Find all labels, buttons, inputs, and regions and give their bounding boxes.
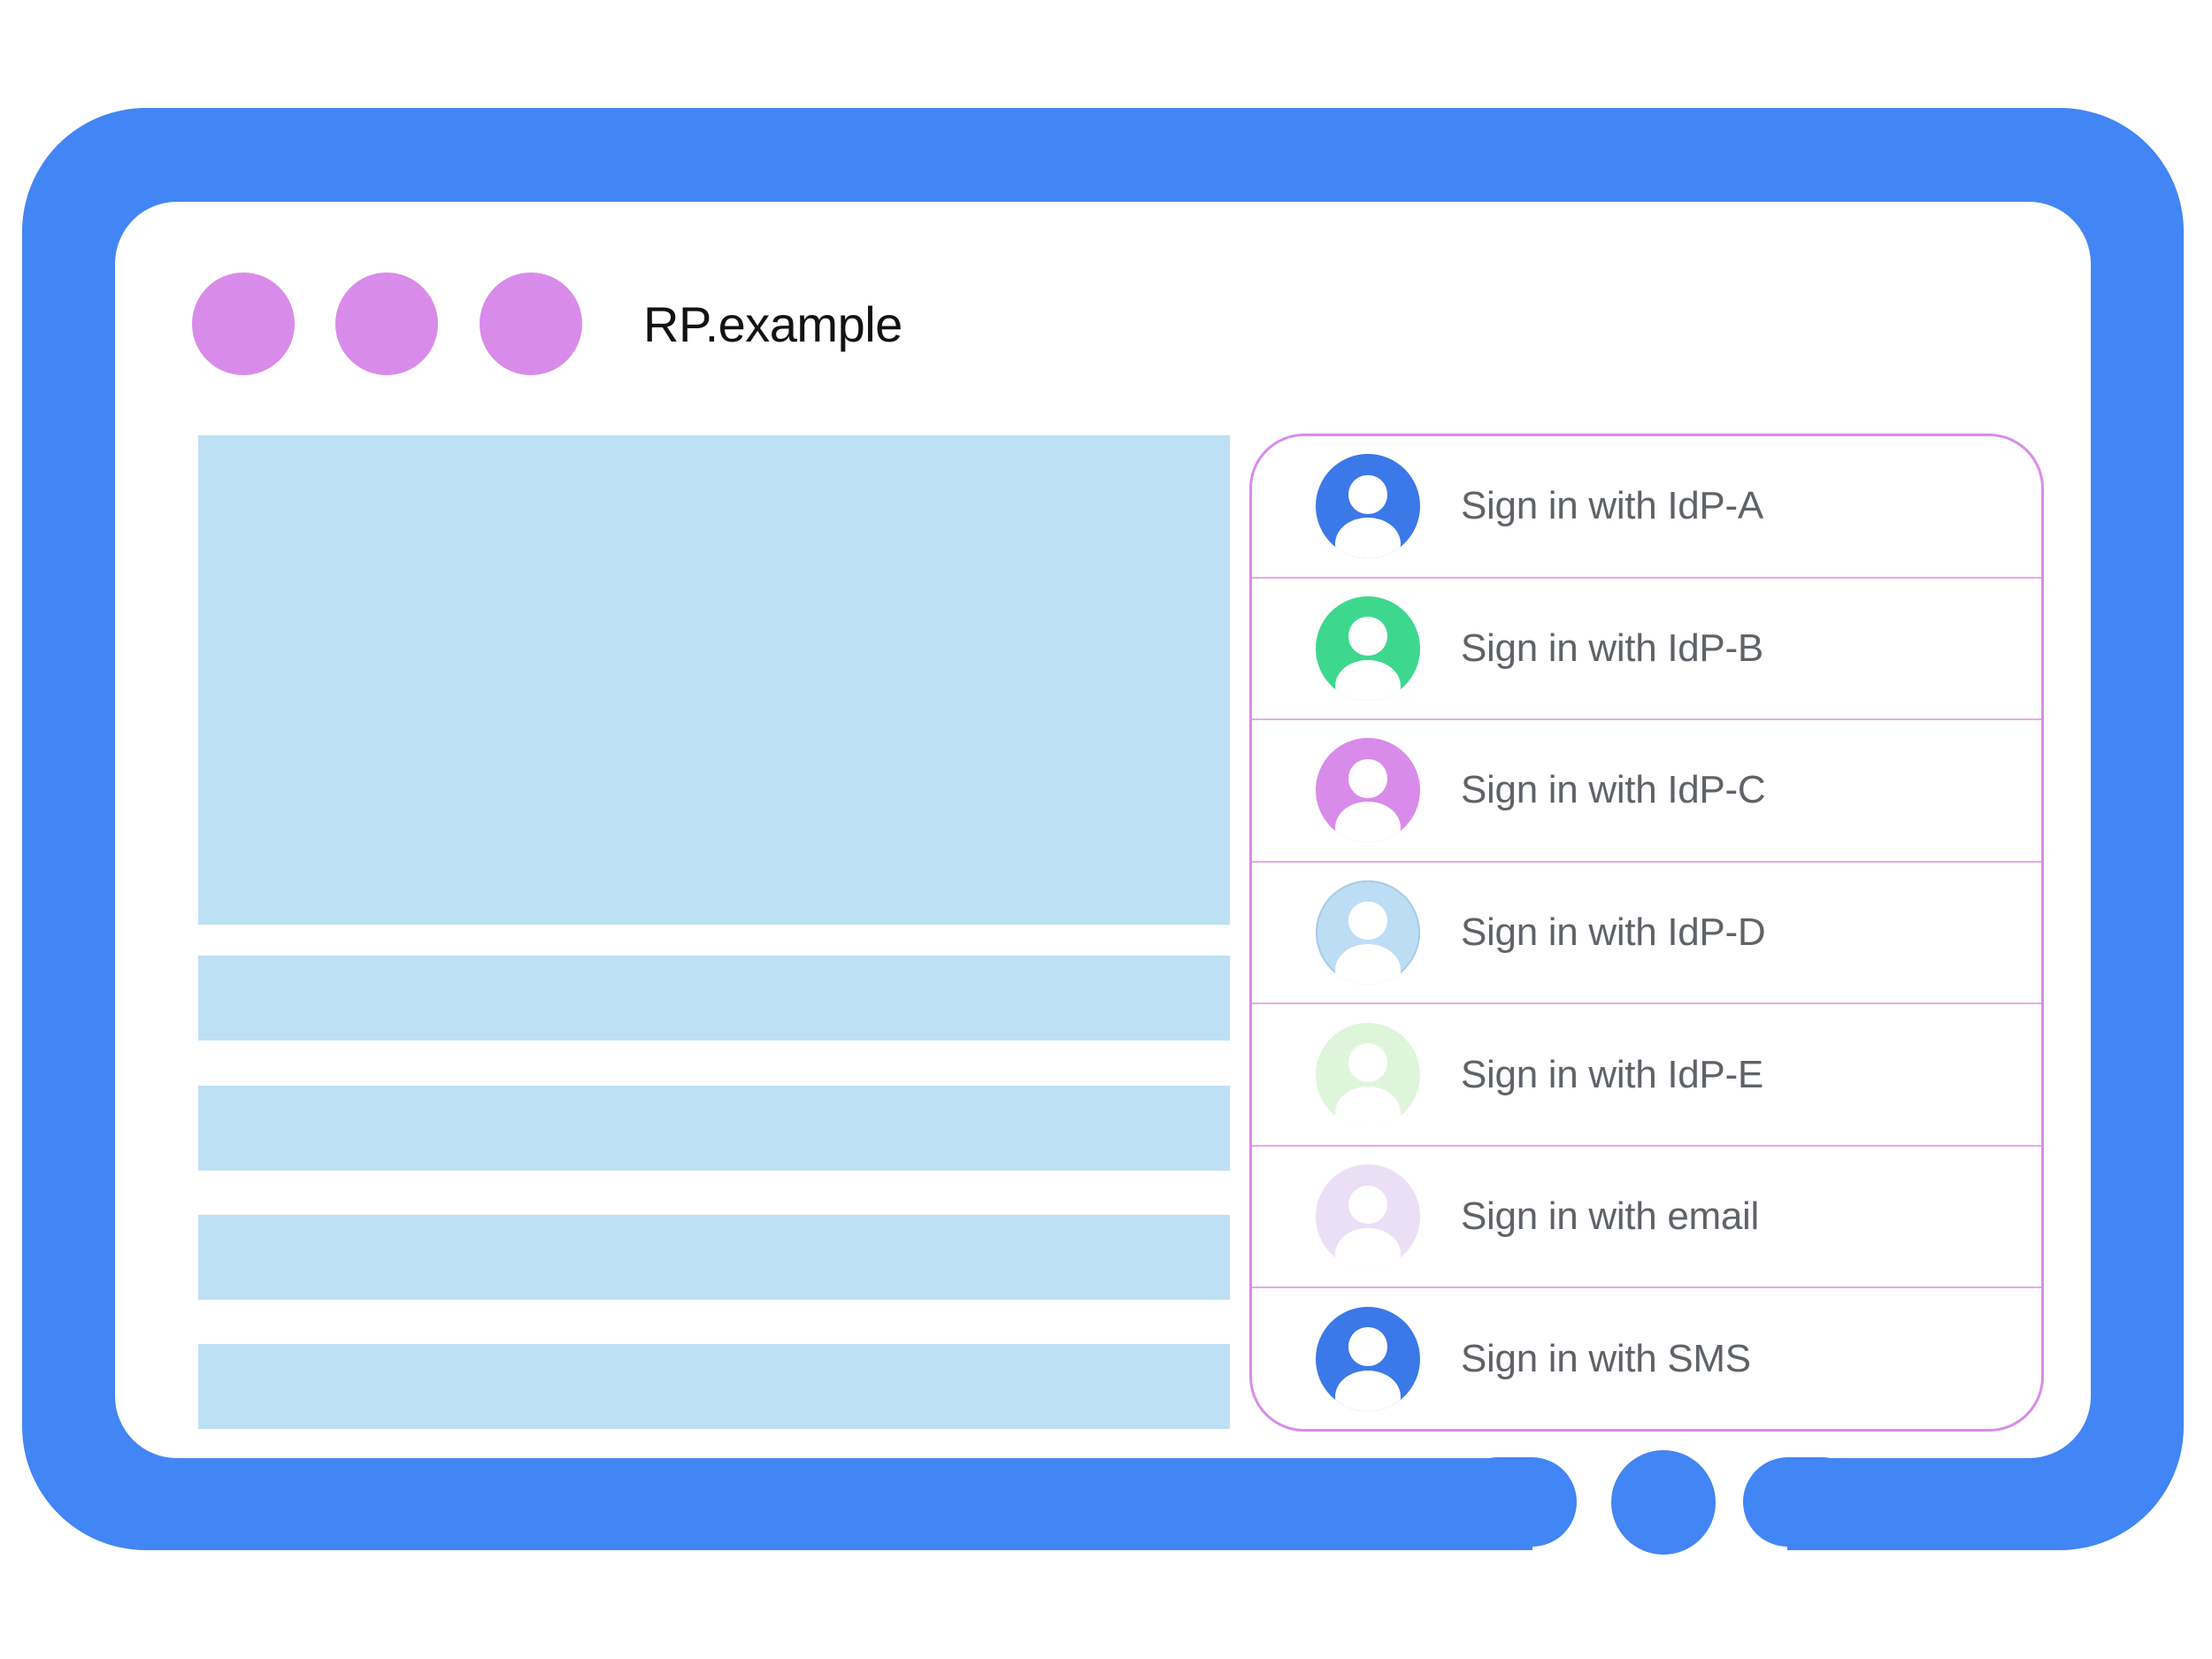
signin-option[interactable]: Sign in with IdP-B [1252, 579, 2041, 721]
person-avatar-icon [1316, 454, 1420, 559]
content-placeholder-line [198, 1086, 1230, 1171]
window-control-dot-icon[interactable] [480, 273, 582, 375]
bezel-right-cap [1743, 1457, 1867, 1547]
page-title: RP.example [643, 296, 902, 352]
signin-panel: Sign in with IdP-A Sign in with IdP-B Si… [1249, 434, 2044, 1432]
avatar-head [1348, 1327, 1387, 1366]
avatar-torso [1335, 518, 1401, 559]
window-control-dot-icon[interactable] [335, 273, 438, 375]
person-avatar-icon [1316, 1164, 1420, 1270]
person-avatar-icon [1316, 1022, 1420, 1127]
avatar-head [1348, 1043, 1387, 1082]
avatar-torso [1335, 659, 1401, 701]
avatar-head [1348, 1185, 1387, 1225]
signin-option[interactable]: Sign in with IdP-E [1252, 1004, 2041, 1147]
person-avatar-icon [1316, 595, 1420, 701]
signin-option-label: Sign in with IdP-E [1461, 1052, 1763, 1096]
signin-option[interactable]: Sign in with email [1252, 1147, 2041, 1289]
content-placeholder-line [198, 1344, 1230, 1429]
signin-option-label: Sign in with IdP-D [1461, 910, 1766, 955]
avatar-torso [1335, 1228, 1401, 1270]
window-control-dot-icon[interactable] [192, 273, 295, 375]
person-avatar-icon [1316, 880, 1420, 986]
avatar-head [1348, 759, 1387, 798]
avatar-head [1348, 617, 1387, 657]
person-avatar-icon [1316, 738, 1420, 843]
signin-option-label: Sign in with IdP-B [1461, 626, 1763, 670]
avatar-head [1348, 901, 1387, 941]
avatar-torso [1335, 1086, 1401, 1127]
content-placeholder-line [198, 1215, 1230, 1300]
avatar-torso [1335, 802, 1401, 843]
person-avatar-icon [1316, 1306, 1420, 1411]
signin-option-label: Sign in with IdP-C [1461, 768, 1766, 812]
signin-option[interactable]: Sign in with IdP-A [1252, 436, 2041, 579]
signin-option-label: Sign in with IdP-A [1461, 484, 1763, 528]
signin-option[interactable]: Sign in with IdP-D [1252, 863, 2041, 1005]
home-button[interactable] [1611, 1450, 1716, 1555]
bezel-left-cap [1453, 1457, 1577, 1547]
signin-option-label: Sign in with SMS [1461, 1336, 1751, 1380]
content-placeholder-line [198, 956, 1230, 1041]
signin-option-label: Sign in with email [1461, 1194, 1759, 1239]
avatar-head [1348, 474, 1387, 514]
content-placeholder-hero [198, 435, 1230, 925]
avatar-torso [1335, 943, 1401, 986]
signin-option[interactable]: Sign in with IdP-C [1252, 720, 2041, 863]
signin-option[interactable]: Sign in with SMS [1252, 1288, 2041, 1429]
avatar-torso [1335, 1370, 1401, 1411]
